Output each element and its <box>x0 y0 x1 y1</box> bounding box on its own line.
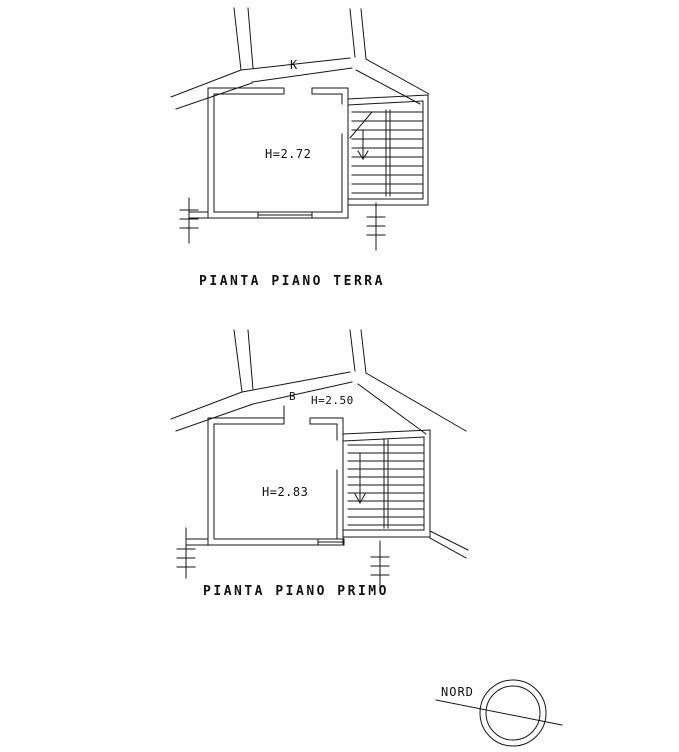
compass-outer-circle <box>479 679 547 747</box>
ground-floor-plan: K H=2.72 PIANTA PIANO TERRA <box>170 7 430 289</box>
room-label-k: K <box>290 58 298 72</box>
first-floor-section-marks <box>176 527 390 590</box>
ground-floor-walls <box>170 7 430 219</box>
ground-floor-title: PIANTA PIANO TERRA <box>199 274 385 289</box>
north-label: NORD <box>441 685 474 699</box>
first-floor-plan: B H=2.50 H=2.83 PIANTA PIANO PRIMO <box>170 329 469 599</box>
first-floor-secondary-height-label: H=2.50 <box>311 394 354 407</box>
ground-floor-stairs <box>347 94 429 206</box>
ground-floor-section-marks <box>179 197 386 251</box>
compass-inner-circle <box>485 685 541 741</box>
north-arrow-line <box>435 699 563 726</box>
room-label-b: B <box>289 390 296 403</box>
first-floor-height-label: H=2.83 <box>262 485 308 499</box>
first-floor-walls <box>170 329 469 559</box>
first-floor-stairs <box>342 429 431 538</box>
first-floor-title: PIANTA PIANO PRIMO <box>203 584 389 599</box>
ground-floor-height-label: H=2.72 <box>265 147 311 161</box>
north-compass: NORD <box>435 679 563 747</box>
